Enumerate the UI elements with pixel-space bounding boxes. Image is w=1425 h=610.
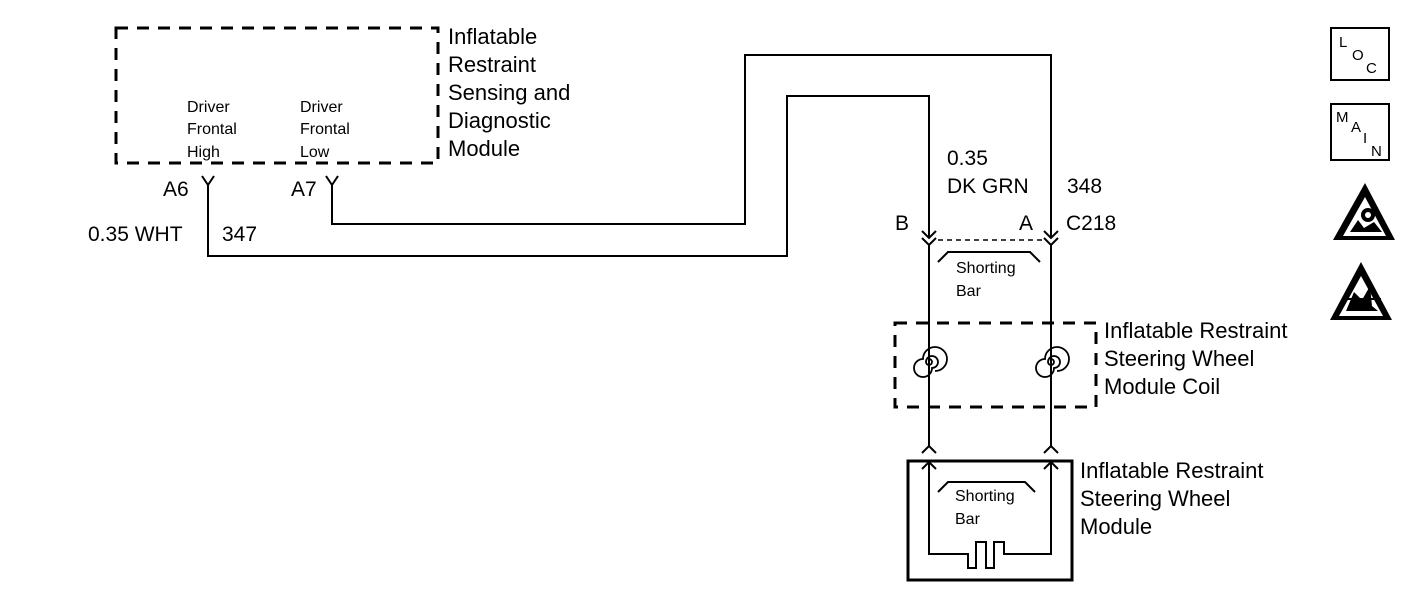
connector-c218-label: C218 xyxy=(1066,212,1116,235)
connector-shorting-bar-label: Shorting Bar xyxy=(956,260,1020,300)
connector-pin-b-female-top xyxy=(921,230,937,240)
wire-347-gauge-color: 0.35 WHT xyxy=(88,223,183,246)
sdm-module-box xyxy=(114,26,440,165)
esd-warning-icon xyxy=(1330,262,1392,320)
airbag-shorting-bar-label: Shorting Bar xyxy=(955,488,1019,528)
coil-spiral-a-icon xyxy=(1035,346,1070,378)
wire-348 xyxy=(331,54,1052,238)
connector-pin-a-female-top xyxy=(1043,230,1059,240)
module-pin-b-male xyxy=(921,444,937,454)
main-icon[interactable]: M A I N xyxy=(1330,103,1390,161)
coil-spiral-b-icon xyxy=(913,346,948,378)
sdm-module-title: Inflatable Restraint Sensing and Diagnos… xyxy=(448,24,576,161)
svg-text:C: C xyxy=(1366,60,1377,77)
airbag-shorting-bar xyxy=(937,481,1036,493)
wire-348-gauge: 0.35 xyxy=(947,147,988,170)
airbag-warning-icon xyxy=(1333,183,1395,240)
connector-pin-a-label: A xyxy=(1019,212,1033,235)
connector-pin-b-label: B xyxy=(895,212,909,235)
airbag-internal-loop xyxy=(928,462,1052,569)
pin-a7-label: A7 xyxy=(291,178,317,201)
module-pin-a-male xyxy=(1043,444,1059,454)
coil-module-box xyxy=(893,321,1098,409)
loc-icon[interactable]: L O C xyxy=(1330,27,1390,81)
connector-shorting-bar xyxy=(937,251,1041,263)
svg-text:L: L xyxy=(1339,34,1347,51)
pin-label-driver-frontal-low: Driver Frontal Low xyxy=(300,99,354,161)
svg-text:I: I xyxy=(1363,130,1367,147)
wire-347 xyxy=(207,95,930,257)
svg-text:N: N xyxy=(1371,143,1382,160)
svg-text:O: O xyxy=(1352,47,1364,64)
wire-348-circuit: 348 xyxy=(1067,175,1102,198)
pin-a6-label: A6 xyxy=(163,178,189,201)
pin-a7-symbol xyxy=(325,175,339,187)
wire-348-color: DK GRN xyxy=(947,175,1029,198)
airbag-module-box xyxy=(906,459,1074,582)
wire-347-circuit: 347 xyxy=(222,223,257,246)
coil-module-title: Inflatable Restraint Steering Wheel Modu… xyxy=(1104,318,1294,399)
airbag-module-title: Inflatable Restraint Steering Wheel Modu… xyxy=(1080,458,1270,539)
pin-a6-symbol xyxy=(201,175,215,187)
svg-text:M: M xyxy=(1336,109,1349,126)
svg-text:A: A xyxy=(1351,119,1361,136)
pin-label-driver-frontal-high: Driver Frontal High xyxy=(187,99,241,161)
